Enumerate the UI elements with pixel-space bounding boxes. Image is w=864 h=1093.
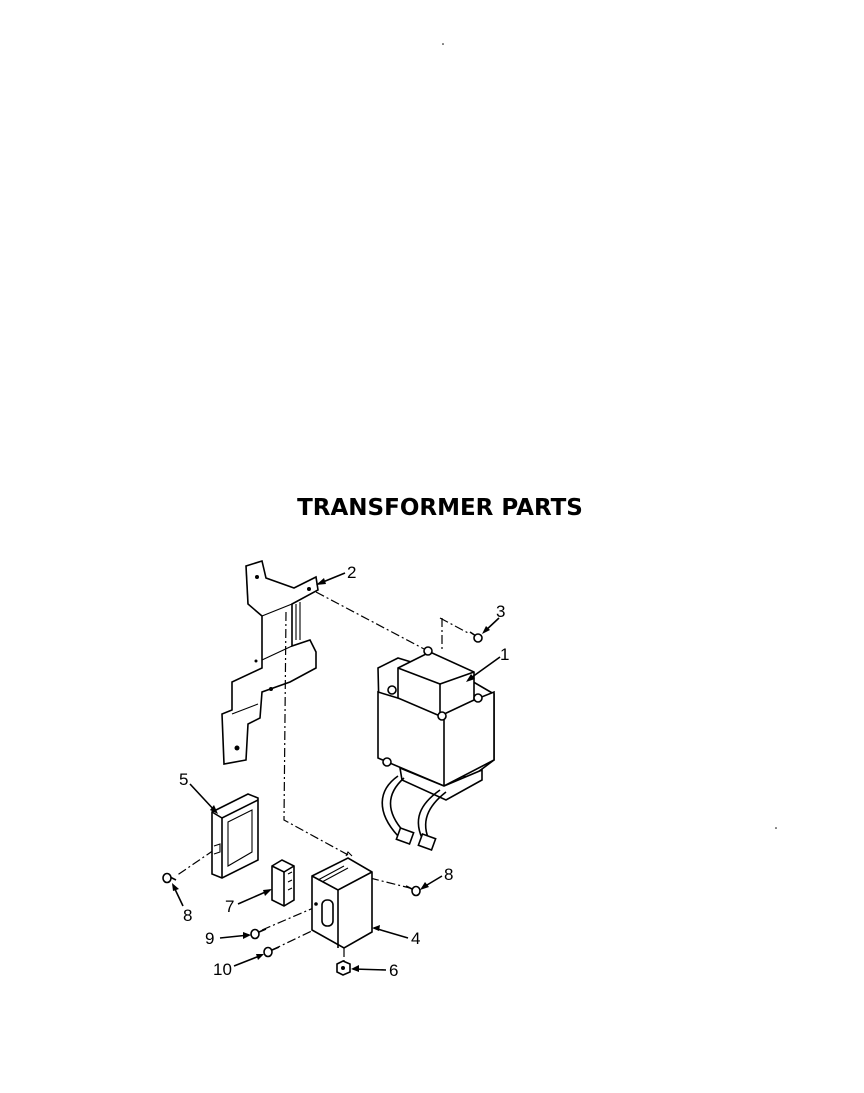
transformer-part-1 [377, 646, 495, 852]
callout-5: 5 [179, 770, 188, 789]
screw-part-10 [263, 946, 280, 958]
callout-4: 4 [411, 929, 420, 948]
alignment-line [261, 905, 319, 931]
callout-10: 10 [213, 960, 232, 979]
screw-part-3 [469, 631, 483, 643]
screw-part-8-right [405, 885, 421, 897]
callout-6: 6 [389, 961, 398, 980]
alignment-line [283, 611, 351, 857]
mounting-bracket-part-2 [221, 559, 319, 765]
connector-part-7 [271, 859, 295, 907]
capacitor-part-4 [311, 851, 373, 949]
alignment-line [271, 927, 319, 951]
diagram-title: TRANSFORMER PARTS [297, 495, 583, 521]
speck [442, 43, 444, 45]
screw-part-9 [250, 928, 267, 940]
leader-lines [172, 572, 501, 972]
alignment-line [369, 877, 411, 889]
alignment-line [315, 591, 427, 651]
callout-8-left: 8 [183, 906, 192, 925]
callout-3: 3 [496, 602, 505, 621]
callout-9: 9 [205, 929, 214, 948]
screw-part-8-left [162, 872, 177, 884]
nut-part-6 [336, 960, 351, 976]
callout-1: 1 [500, 645, 509, 664]
speck [775, 827, 777, 829]
callout-2: 2 [347, 563, 356, 582]
cover-plate-part-5 [211, 793, 259, 879]
callout-8-right: 8 [444, 865, 453, 884]
alignment-line [439, 617, 471, 635]
alignment-line [175, 849, 215, 877]
callout-7: 7 [225, 897, 234, 916]
